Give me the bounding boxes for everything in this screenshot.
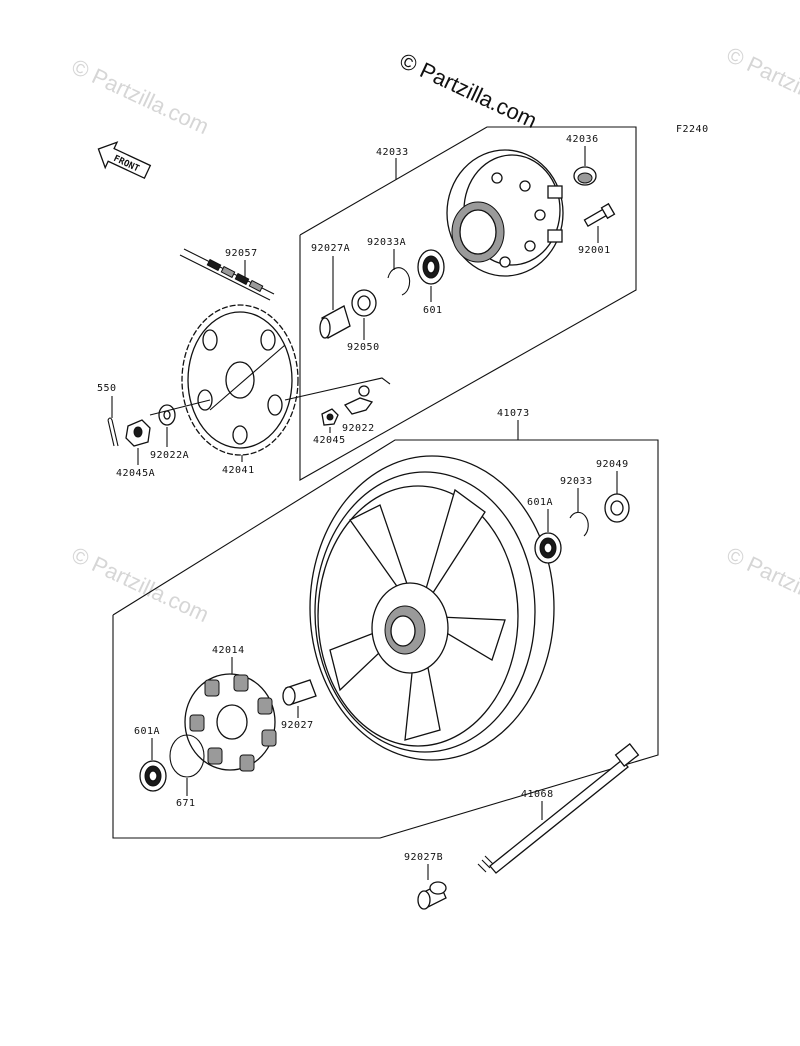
lock-plate-92022-part xyxy=(343,385,374,415)
damper-42014-part xyxy=(184,673,277,772)
front-arrow-icon: FRONT xyxy=(97,141,152,180)
bearing-601a-top-part xyxy=(534,532,562,564)
label-42045a: 42045A xyxy=(116,468,155,479)
collar-42036-part xyxy=(573,166,597,186)
watermark-top-left: © Partzilla.com xyxy=(68,54,213,139)
wheel-assembly-box xyxy=(112,439,659,839)
lock-plate-guide-line xyxy=(284,377,391,401)
label-92001: 92001 xyxy=(578,245,611,256)
label-671: 671 xyxy=(176,798,196,809)
spacer-92050-part xyxy=(351,289,377,317)
label-42041: 42041 xyxy=(222,465,255,476)
label-550: 550 xyxy=(97,383,117,394)
label-92022a: 92022A xyxy=(150,450,189,461)
bearing-601a-bottom-part xyxy=(139,760,167,792)
cotter-pin-550-part xyxy=(107,417,119,447)
label-92022: 92022 xyxy=(342,423,375,434)
axle-41068-part xyxy=(477,743,640,874)
chain-92057-part xyxy=(179,248,275,301)
label-42014: 42014 xyxy=(212,645,245,656)
label-92050: 92050 xyxy=(347,342,380,353)
watermark-top-right: © Partzilla.com xyxy=(723,42,800,127)
bearing-601-part xyxy=(417,249,445,285)
label-42036: 42036 xyxy=(566,134,599,145)
collar-92027-part xyxy=(282,679,317,706)
sprocket-42041-part xyxy=(181,304,299,456)
hub-assembly-box xyxy=(299,126,637,481)
label-42033: 42033 xyxy=(376,147,409,158)
label-42045: 42045 xyxy=(313,435,346,446)
sprocket-axis-line xyxy=(209,344,286,411)
label-92027: 92027 xyxy=(281,720,314,731)
watermark-main: © Partzilla.com xyxy=(396,48,541,133)
o-ring-671-part xyxy=(169,734,205,778)
bolt-92001-part xyxy=(583,202,616,227)
label-41068: 41068 xyxy=(521,789,554,800)
collar-92027b-part xyxy=(417,881,447,910)
watermark-mid-right: © Partzilla.com xyxy=(723,542,800,627)
circlip-92033a-part xyxy=(387,267,411,296)
label-41073: 41073 xyxy=(497,408,530,419)
seal-92049-part xyxy=(604,493,630,523)
label-92033a: 92033A xyxy=(367,237,406,248)
washer-92022a-part xyxy=(158,404,176,426)
label-92033: 92033 xyxy=(560,476,593,487)
label-601a-top: 601A xyxy=(527,497,553,508)
axle-alignment-line xyxy=(149,399,211,416)
label-92057: 92057 xyxy=(225,248,258,259)
label-92049: 92049 xyxy=(596,459,629,470)
wheel-41073-part xyxy=(309,455,555,761)
hub-flange-part xyxy=(446,149,564,277)
label-92027a: 92027A xyxy=(311,243,350,254)
diagram-code: F2240 xyxy=(676,124,709,135)
label-601: 601 xyxy=(423,305,443,316)
label-601a-bottom: 601A xyxy=(134,726,160,737)
collar-92027a-part xyxy=(319,305,351,339)
watermark-mid-left: © Partzilla.com xyxy=(68,542,213,627)
castle-nut-42045a-part xyxy=(125,419,151,447)
label-92027b: 92027B xyxy=(404,852,443,863)
circlip-92033-part xyxy=(569,511,589,537)
nut-42045-part xyxy=(321,408,339,426)
